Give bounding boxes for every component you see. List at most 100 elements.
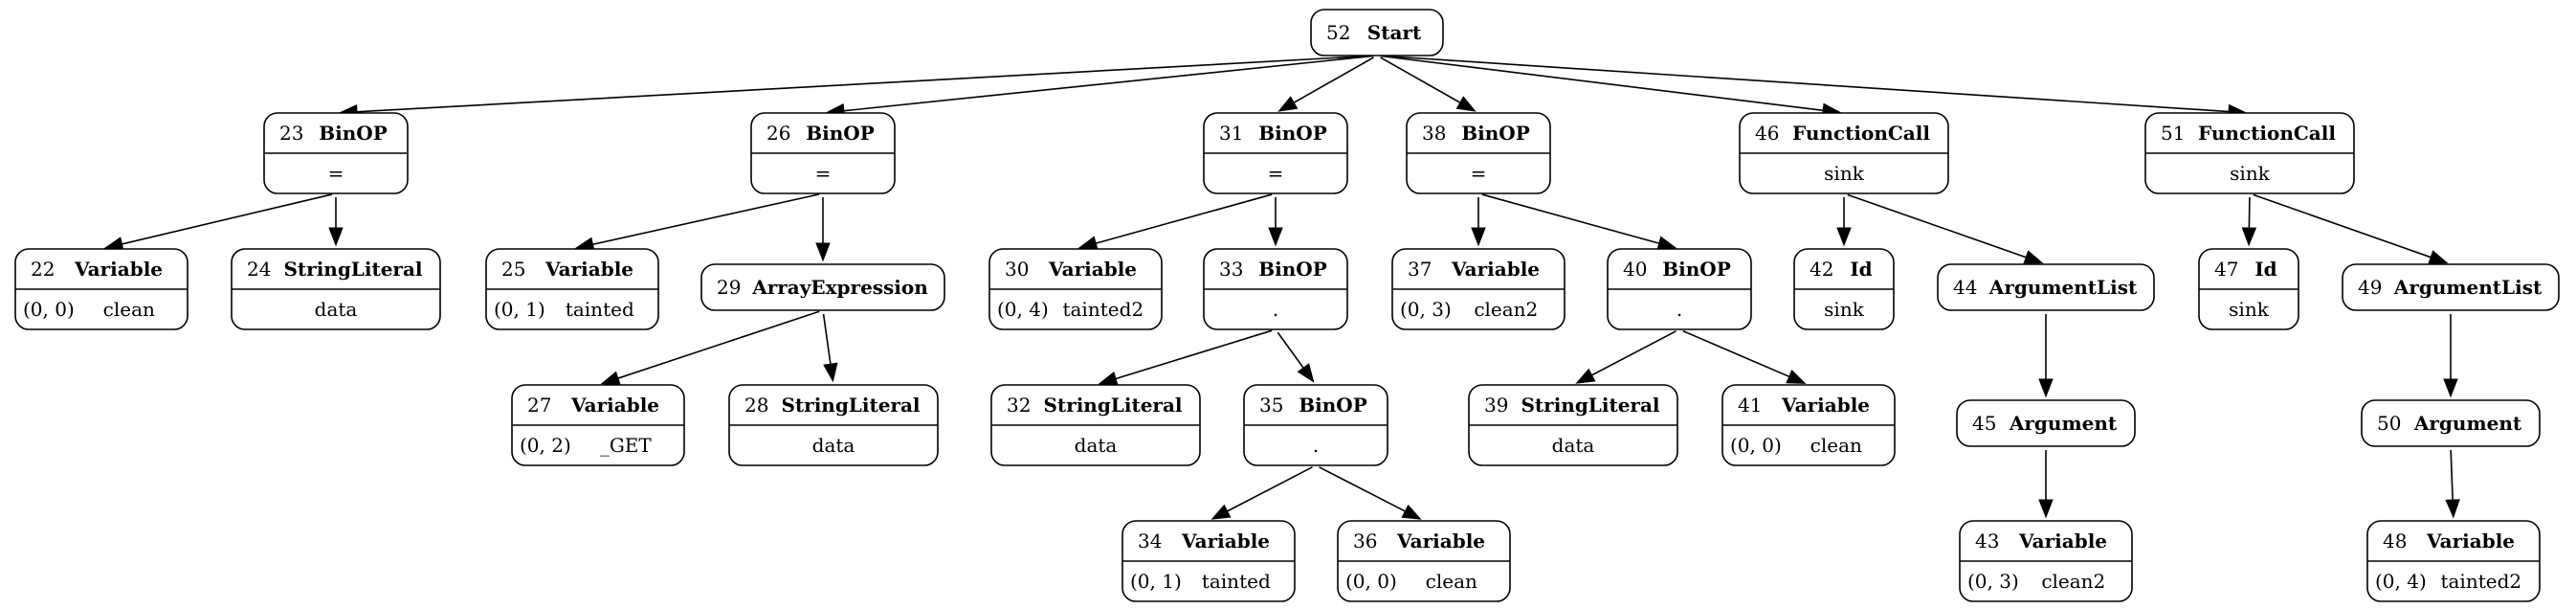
node-42-value: sink <box>1824 298 1865 321</box>
node-38-binop: 38 BinOP = <box>1406 112 1551 194</box>
edge-46-42 <box>1836 197 1852 247</box>
node-28-kind: StringLiteral <box>781 394 920 417</box>
edge-line <box>2253 193 2432 259</box>
node-50-kind: Argument <box>2413 412 2522 435</box>
node-24-kind: StringLiteral <box>283 258 422 281</box>
node-32-id: 32 <box>1007 394 1031 417</box>
edge-line <box>1380 55 1824 112</box>
arrowhead <box>1786 370 1807 384</box>
edge-line <box>1319 466 1406 512</box>
node-45-box <box>1956 399 2136 447</box>
node-49-id: 49 <box>2358 276 2382 299</box>
arrowhead <box>815 242 831 262</box>
node-51-id: 51 <box>2161 122 2185 145</box>
edge-line <box>1115 329 1273 380</box>
edge-line <box>1277 331 1304 369</box>
node-44-id: 44 <box>1953 276 1977 299</box>
node-46-kind: FunctionCall <box>1792 122 1930 145</box>
node-39-value: data <box>1552 434 1595 457</box>
node-46-id: 46 <box>1755 122 1779 145</box>
node-31-kind: BinOP <box>1258 122 1327 145</box>
edge-line <box>2248 196 2251 229</box>
node-22-kind: Variable <box>74 258 163 281</box>
node-43-position: (0, 3) <box>1967 570 2019 593</box>
node-38-id: 38 <box>1422 122 1446 145</box>
node-34-id: 34 <box>1138 530 1162 553</box>
node-48-position: (0, 4) <box>2375 570 2427 593</box>
arrowhead <box>1471 227 1486 247</box>
node-48-kind: Variable <box>2426 530 2515 553</box>
node-33-kind: BinOP <box>1258 258 1327 281</box>
node-25-kind: Variable <box>544 258 633 281</box>
node-41-id: 41 <box>1738 394 1762 417</box>
edge-23-24 <box>328 197 344 247</box>
node-30-kind: Variable <box>1048 258 1137 281</box>
node-37-id: 37 <box>1408 258 1432 281</box>
node-25-id: 25 <box>501 258 525 281</box>
node-49-kind: ArgumentList <box>2393 276 2543 299</box>
edge-line <box>1481 193 1660 244</box>
node-36-id: 36 <box>1353 530 1377 553</box>
node-42-id: 42 <box>1810 258 1833 281</box>
edge-49-50 <box>2443 314 2458 398</box>
node-41-value: clean <box>1810 434 1862 457</box>
node-49-argumentlist: 49 ArgumentList <box>2342 263 2560 311</box>
arrowhead <box>1455 96 1477 112</box>
arrowhead <box>1077 236 1099 251</box>
node-50-id: 50 <box>2377 412 2401 435</box>
node-28-value: data <box>812 434 855 457</box>
node-37-position: (0, 3) <box>1400 298 1452 321</box>
node-32-stringliteral: 32 StringLiteral data <box>990 384 1201 466</box>
edge-line <box>1095 193 1273 244</box>
node-29-box <box>700 263 945 311</box>
arrowhead <box>600 371 621 386</box>
edge-35-36 <box>1319 466 1422 520</box>
node-52-id: 52 <box>1326 21 1350 44</box>
node-34-kind: Variable <box>1181 530 1270 553</box>
node-42-kind: Id <box>1850 258 1872 281</box>
node-38-kind: BinOP <box>1461 122 1530 145</box>
edge-31-33 <box>1268 197 1283 247</box>
arrowhead <box>1836 227 1852 247</box>
edge-line <box>1380 55 2230 113</box>
node-34-value: tainted <box>1202 570 1271 593</box>
arrowhead <box>2038 378 2054 398</box>
node-32-value: data <box>1075 434 1118 457</box>
node-23-value: = <box>328 162 344 185</box>
node-52-box <box>1310 9 1444 56</box>
edge-38-37 <box>1471 197 1486 247</box>
node-41-position: (0, 0) <box>1730 434 1782 457</box>
node-51-value: sink <box>2230 162 2271 185</box>
node-35-kind: BinOP <box>1299 394 1367 417</box>
edge-51-47 <box>2241 196 2257 247</box>
node-32-kind: StringLiteral <box>1043 394 1182 417</box>
edge-line <box>592 193 820 246</box>
node-29-id: 29 <box>717 276 741 299</box>
arrowhead <box>1297 363 1315 383</box>
node-25-value: tainted <box>566 298 634 321</box>
node-26-id: 26 <box>766 122 790 145</box>
node-40-kind: BinOP <box>1662 258 1731 281</box>
arrowhead <box>2445 499 2460 519</box>
node-44-kind: ArgumentList <box>1988 276 2138 299</box>
edge-line <box>1591 330 1677 376</box>
node-27-value: _GET <box>600 434 653 457</box>
node-22-id: 22 <box>31 258 55 281</box>
edge-46-44 <box>1847 193 2044 264</box>
arrowhead <box>1210 504 1232 520</box>
node-23-id: 23 <box>279 122 303 145</box>
arrowhead <box>1268 227 1283 247</box>
node-26-value: = <box>815 162 832 185</box>
node-37-kind: Variable <box>1451 258 1540 281</box>
node-38-value: = <box>1471 162 1487 185</box>
